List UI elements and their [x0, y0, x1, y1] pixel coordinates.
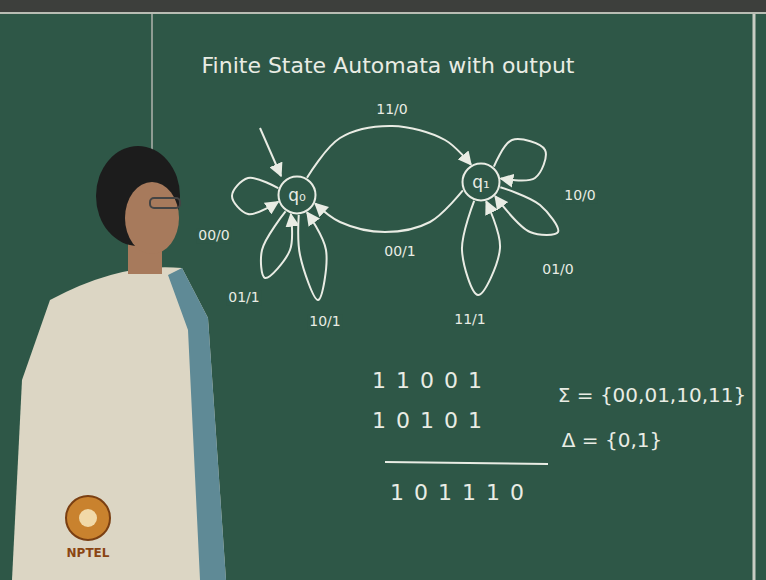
transition-label: 11/1: [452, 312, 487, 327]
binary-result: 101110: [390, 480, 534, 505]
presenter-face: [125, 182, 179, 254]
presenter-glasses: [150, 198, 180, 208]
logo-emblem: [66, 496, 110, 540]
transition-label: 01/1: [226, 290, 261, 305]
transition-label: 00/1: [382, 244, 417, 259]
input-alphabet: Σ = {00,01,10,11}: [558, 383, 746, 407]
sum-rule: [385, 462, 548, 464]
state-name: q₁: [472, 172, 490, 192]
state-name: q₀: [288, 185, 306, 205]
transition-arrow: [462, 201, 500, 295]
board-frame: [0, 0, 766, 12]
transition-arrow: [261, 211, 292, 278]
transition-arrow: [307, 126, 471, 178]
state-circle: q₁: [461, 162, 501, 202]
binary-operand: 11001: [372, 368, 492, 393]
start-arrow: [260, 128, 281, 176]
output-alphabet: Δ = {0,1}: [562, 428, 662, 452]
state-circle: q₀: [277, 175, 317, 215]
logo-watermark: NPTEL: [67, 546, 110, 560]
board-title: Finite State Automata with output: [202, 53, 575, 78]
transition-label: 00/0: [196, 228, 231, 243]
state-outline-circle: [279, 177, 316, 214]
transition-label: 10/1: [307, 314, 342, 329]
transition-arrow: [494, 139, 546, 180]
presenter-sari: [12, 267, 226, 580]
transition-label: 10/0: [562, 188, 597, 203]
transition-arrow: [232, 178, 278, 214]
board-seam: [753, 14, 756, 580]
transition-label: 01/0: [540, 262, 575, 277]
transition-arrow: [315, 190, 463, 232]
transition-arrow: [495, 187, 558, 235]
binary-operand: 10101: [372, 408, 492, 433]
board-frame-line: [0, 12, 766, 14]
logo-emblem-center: [79, 509, 97, 527]
transition-arrow: [298, 212, 326, 300]
transition-label: 11/0: [374, 102, 409, 117]
sari-border: [168, 268, 226, 580]
state-outline-circle: [463, 164, 500, 201]
